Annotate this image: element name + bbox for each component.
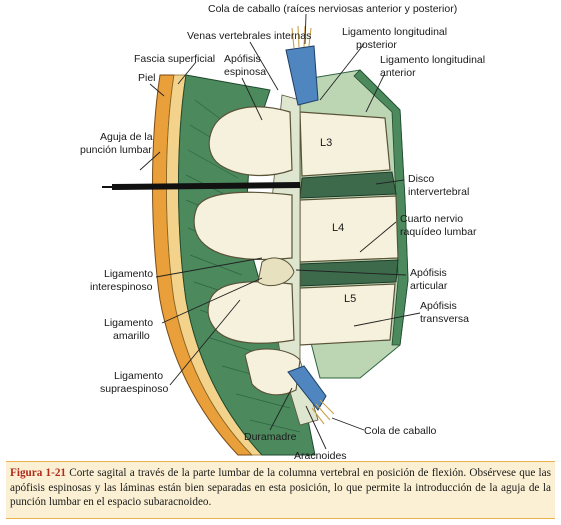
vertebral-body-l3 bbox=[299, 111, 391, 177]
label-nerve-2: raquídeo lumbar bbox=[400, 226, 477, 238]
lumbar-puncture-needle bbox=[102, 182, 301, 190]
label-articular-1: Apófisis bbox=[410, 267, 447, 279]
label-flavum-1: Ligamento bbox=[104, 317, 153, 329]
figure-label: Figura 1-21 bbox=[10, 467, 67, 479]
label-disc-2: intervertebral bbox=[408, 186, 469, 198]
label-interspinous-1: Ligamento bbox=[104, 268, 153, 280]
label-articular-2: articular bbox=[410, 280, 448, 292]
dura-bottom bbox=[287, 365, 327, 411]
label-posterior-ligament-1: Ligamento longitudinal bbox=[342, 26, 447, 38]
label-supraspinous-1: Ligamento bbox=[114, 370, 163, 382]
label-flavum-2: amarillo bbox=[113, 330, 150, 342]
intervertebral-disc-l4-l5 bbox=[299, 259, 399, 287]
label-transverse-1: Apófisis bbox=[420, 300, 457, 312]
label-needle-2: punción lumbar bbox=[80, 144, 152, 156]
caption-text: Corte sagital a través de la parte lumba… bbox=[10, 467, 551, 509]
vertebra-label-l3: L3 bbox=[320, 137, 332, 149]
label-posterior-ligament-2: posterior bbox=[356, 39, 397, 51]
label-needle-1: Aguja de la bbox=[100, 131, 153, 143]
vertebra-label-l5: L5 bbox=[344, 293, 356, 305]
label-cauda-equina: Cola de caballo bbox=[364, 425, 437, 437]
spinous-process-l3 bbox=[208, 106, 293, 177]
label-internal-veins: Venas vertebrales internas bbox=[187, 30, 311, 42]
label-superficial-fascia: Fascia superficial bbox=[134, 53, 215, 65]
label-anterior-ligament-2: anterior bbox=[380, 67, 416, 79]
dura-top bbox=[285, 45, 319, 106]
label-nerve-1: Cuarto nervio bbox=[400, 213, 463, 225]
caption-box bbox=[6, 461, 555, 519]
label-disc-1: Disco bbox=[408, 173, 434, 185]
label-dura: Duramadre bbox=[244, 431, 297, 443]
label-spinous-process-2: espinosa bbox=[224, 66, 266, 78]
articular-process bbox=[257, 257, 295, 287]
figure-caption: Figura 1-21 Corte sagital a través de la… bbox=[10, 466, 551, 510]
label-skin: Piel bbox=[138, 72, 156, 84]
label-supraspinous-2: supraespinoso bbox=[100, 383, 168, 395]
anterior-longitudinal-ligament bbox=[353, 69, 409, 346]
vertebra-label-l4: L4 bbox=[332, 222, 344, 234]
label-interspinous-2: interespinoso bbox=[90, 281, 153, 293]
vertebral-body-l4 bbox=[299, 195, 399, 263]
spinous-process-l4 bbox=[193, 191, 293, 261]
label-transverse-2: transversa bbox=[420, 313, 469, 325]
cauda-equina-roots bbox=[291, 25, 335, 425]
spinous-process-l5 bbox=[207, 281, 295, 344]
leader-lines bbox=[139, 13, 421, 450]
label-cauda-roots: Cola de caballo (raíces nerviosas anteri… bbox=[208, 3, 457, 15]
label-anterior-ligament-1: Ligamento longitudinal bbox=[380, 54, 485, 66]
intervertebral-disc-l3-l4 bbox=[299, 171, 397, 199]
label-arachnoid: Aracnoides bbox=[294, 450, 347, 462]
label-spinous-process-1: Apófisis bbox=[224, 53, 261, 65]
